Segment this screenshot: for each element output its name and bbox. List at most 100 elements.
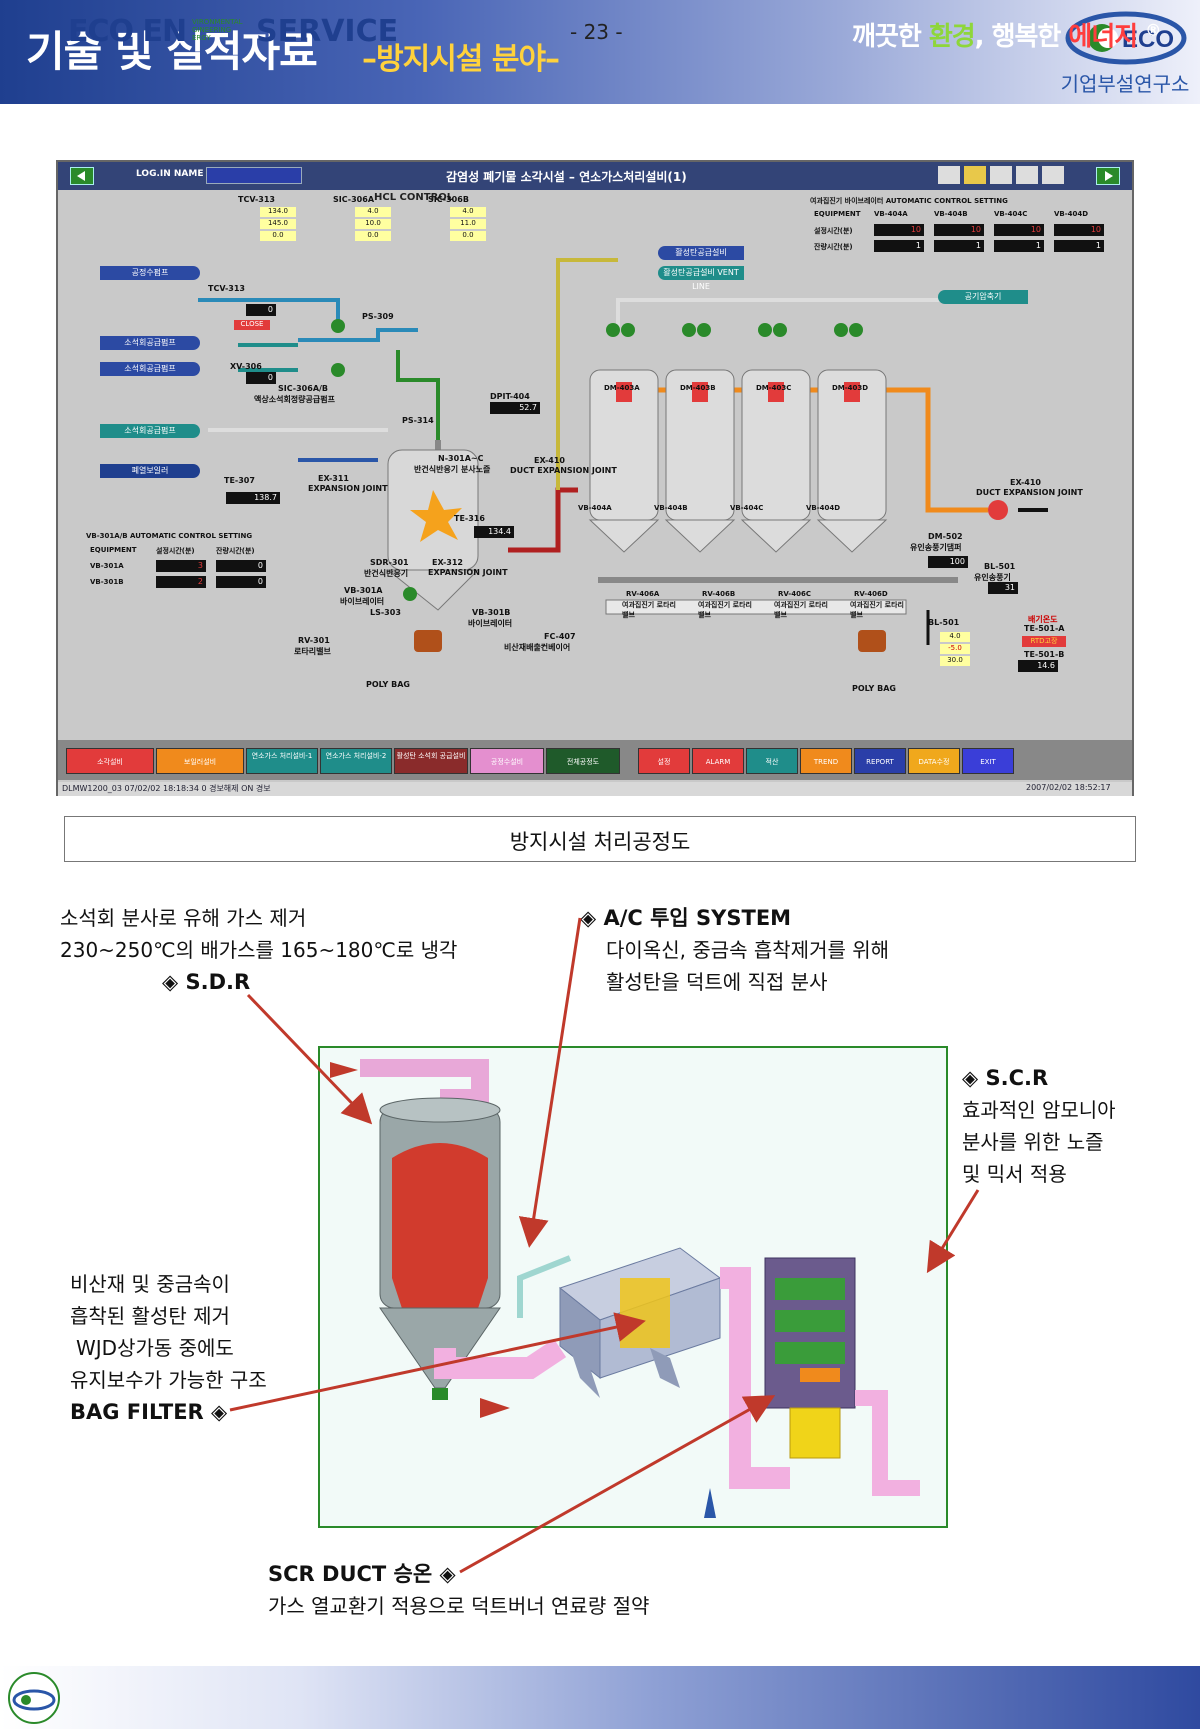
vb301-setting-title: VB-301A/B AUTOMATIC CONTROL SETTING [86,532,253,540]
process-tag[interactable]: 폐열보일러 [100,464,200,478]
rv-sub: 여과집진기 로타리밸브 [774,601,828,619]
process-tag[interactable]: 소석회공급펌프 [100,424,200,438]
tag-label: 반건식반응기 분사노즐 [414,465,491,474]
nav-button[interactable]: TREND [800,748,852,774]
controller-tag: BL-501 [928,618,960,627]
sv-value: 145.0 [260,219,296,229]
prev-screen-button[interactable] [70,167,94,185]
nav-button[interactable]: EXIT [962,748,1014,774]
process-tag[interactable]: 활성탄공급설비 [658,246,744,260]
pv-value: 134.0 [260,207,296,217]
tag-label: EX-410 [1010,478,1041,487]
tag-label: EX-410 [534,456,565,465]
tag-label: POLY BAG [366,680,410,689]
tag-label: 유인송풍기댐퍼 [910,543,962,552]
footer-slogan: 깨끗한 환경, 행복한 에너지 ® [852,20,1161,52]
process-tag[interactable]: 소석회공급펌프 [100,362,200,376]
tag-label: RV-301 [298,636,330,645]
bag-title: BAG FILTER ◈ [70,1400,228,1424]
tag-label: TE-307 [224,476,255,485]
vb-setting-table: EQUIPMENT VB-404A VB-404B VB-404C VB-404… [810,208,1110,258]
ac-title: ◈ A/C 투입 SYSTEM [580,906,792,930]
tag-label: PS-314 [402,416,434,425]
nav-button[interactable]: 전체공정도 [546,748,620,774]
vb-tag: VB-404D [806,504,841,512]
close-status: CLOSE [234,320,270,330]
vb-setting-title: 여과집진기 바이브레이터 AUTOMATIC CONTROL SETTING [810,197,1008,205]
nav-button[interactable]: 적산 [746,748,798,774]
mv-value: 30.0 [940,656,970,666]
tag-label: DM-502 [928,532,963,541]
nav-button[interactable]: 연소가스 처리설비-2 [320,748,392,774]
tag-label: EXPANSION JOINT [308,484,388,493]
settings-icon[interactable] [1042,166,1064,184]
rv-tag: RV-406A [626,590,660,598]
vb-tag: VB-404C [730,504,764,512]
bag-line-4: 유지보수가 가능한 구조 [70,1368,267,1392]
figure-caption: 방지시설 처리공정도 [509,830,691,854]
controller-tag: SIC-306A [333,195,375,204]
tag-label: SDR-301 [370,558,409,567]
tcv313-value: 0 [246,304,276,316]
tag-label: TE-501-A [1024,624,1065,633]
nav-button[interactable]: 활성탄 소석회 공급설비 [394,748,468,774]
xv306-value: 0 [246,372,276,384]
logo-text: ECO [1122,26,1174,53]
next-screen-button[interactable] [1096,167,1120,185]
tag-label: XV-306 [230,362,262,371]
nav-button[interactable]: DATA수정 [908,748,960,774]
nav-button[interactable]: 보일러설비 [156,748,244,774]
mv-value: 0.0 [355,231,391,241]
scr-arrow [926,1189,980,1274]
tag-label: VB-301A [344,586,383,595]
nav-button[interactable]: 연소가스 처리설비-1 [246,748,318,774]
tag-label: EX-311 [318,474,349,483]
dm-tag: DM-403A [604,384,640,392]
eco-logo-icon: ECO [1065,11,1187,65]
duct-line-1: 가스 열교환기 적용으로 덕트버너 연료량 절약 [268,1594,650,1618]
page-number: - 23 - [570,20,623,44]
process-tag[interactable]: 공기압축기 [938,290,1028,304]
ac-line-2: 활성탄을 덕트에 직접 분사 [606,970,828,994]
tag-label: VB-301B [472,608,511,617]
rv-tag: RV-406D [854,590,888,598]
duct-arrow [459,1395,776,1574]
tag-label: DUCT EXPANSION JOINT [510,466,617,475]
scr-line-3: 및 믹서 적용 [962,1162,1067,1186]
nav-button[interactable]: 소각설비 [66,748,154,774]
header-banner [0,0,1200,104]
controller-group: TCV-313 SIC-306A SIC-306B 134.0 145.0 0.… [234,195,506,249]
tag-label: PS-309 [362,312,394,321]
folder-icon[interactable] [964,166,986,184]
printer-icon[interactable] [1016,166,1038,184]
process-tag[interactable]: 소석회공급펌프 [100,336,200,350]
sound-icon[interactable] [938,166,960,184]
nav-button[interactable]: 설정 [638,748,690,774]
nav-button[interactable]: ALARM [692,748,744,774]
tag-label: 바이브레이터 [468,619,513,628]
institute-label: 기업부설연구소 [1060,72,1190,96]
tag-label: FC-407 [544,632,576,641]
rv-sub: 여과집진기 로타리밸브 [850,601,904,619]
nav-button[interactable]: 공정수설비 [470,748,544,774]
te307-value: 138.7 [226,492,280,504]
bag-line-1: 비산재 및 중금속이 [70,1272,230,1296]
lightning-icon[interactable] [990,166,1012,184]
sdr-line-2: 230~250℃의 배가스를 165~180℃로 냉각 [60,938,458,962]
controller-tag: TCV-313 [238,195,275,204]
tag-label: 로타리밸브 [294,647,331,656]
tag-label: TCV-313 [208,284,245,293]
login-field[interactable] [206,167,302,184]
bag-line-2: 흡착된 활성탄 제거 [70,1304,230,1328]
dm-tag: DM-403B [680,384,716,392]
process-tag[interactable]: 공정수펌프 [100,266,200,280]
process-tag[interactable]: 활성탄공급설비 VENT LINE [658,266,744,291]
hmi-window-title: 감염성 폐기물 소각시설 – 연소가스처리설비(1) [446,170,687,184]
nav-button[interactable]: REPORT [854,748,906,774]
hmi-status-bar: DLMW1200_03 07/02/02 18:18:34 0 경보해제 ON … [58,782,1132,796]
mv-value: 0.0 [450,231,486,241]
hmi-screenshot: LOG.IN NAME 감염성 폐기물 소각시설 – 연소가스처리설비(1) H… [56,160,1134,796]
tag-label: 유인송풍기 [974,573,1011,582]
